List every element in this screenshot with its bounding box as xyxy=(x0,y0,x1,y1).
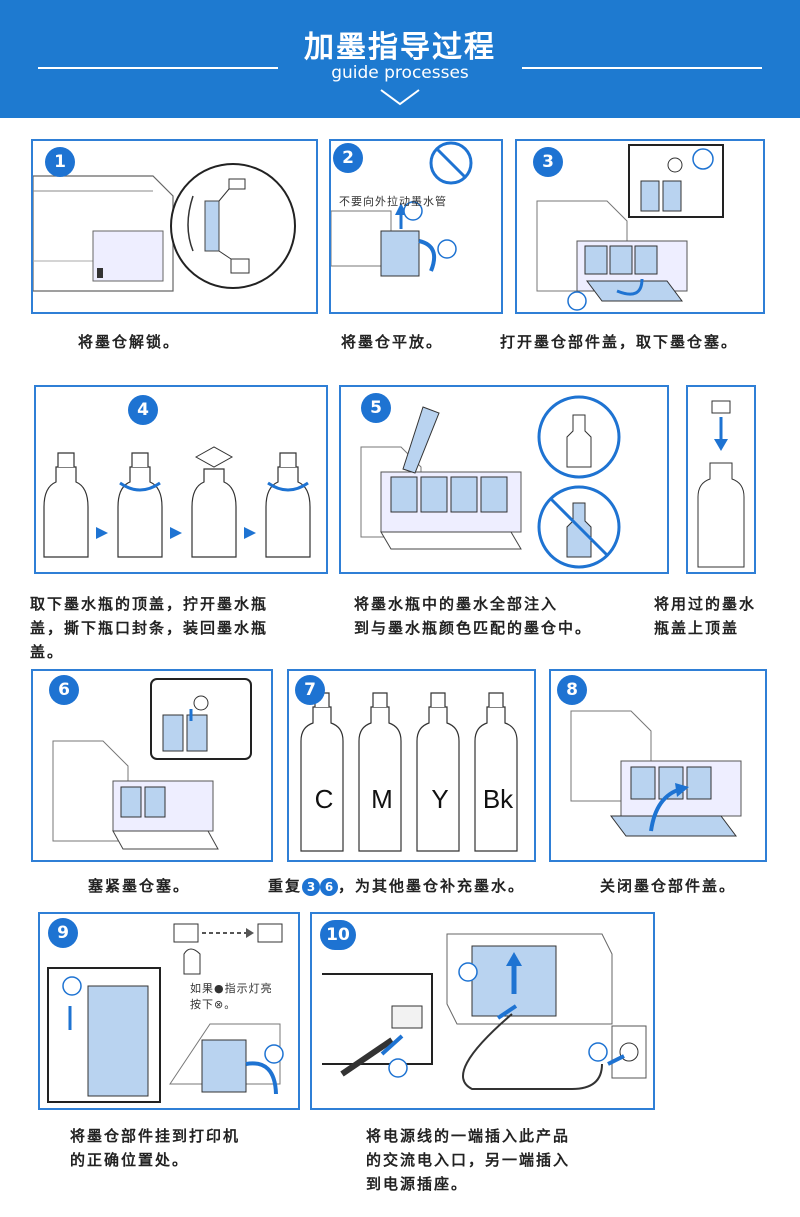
tank-lay-flat-illustration xyxy=(331,141,473,277)
ink-bottles-illustration xyxy=(300,692,518,852)
step-10-caption-line2: 的交流电入口，另一端插入 xyxy=(366,1151,571,1169)
step-ref-badge: 6 xyxy=(320,878,339,896)
step-9-caption-line2: 的正确位置处。 xyxy=(70,1151,190,1169)
hang-tank-illustration xyxy=(47,923,284,1103)
bottle-label-bk: Bk xyxy=(482,784,514,814)
header-divider-right xyxy=(522,67,762,69)
step-3-caption: 打开墨仓部件盖，取下墨仓塞。 xyxy=(500,333,739,351)
step-number-badge: 4 xyxy=(128,395,158,425)
step-number-badge: 9 xyxy=(48,918,78,948)
step-number-badge: 2 xyxy=(333,143,363,173)
bottle-label-m: M xyxy=(371,784,393,814)
step-8-caption: 关闭墨仓部件盖。 xyxy=(600,877,737,895)
step-number-badge: 6 xyxy=(49,675,79,705)
header-divider-left xyxy=(38,67,278,69)
step-number-badge: 5 xyxy=(361,393,391,423)
close-cover-illustration xyxy=(570,710,742,837)
step-1-panel: 1 xyxy=(31,139,318,314)
step-6-panel: 6 xyxy=(31,669,273,862)
step-9-panel: 9 如果●指示灯亮 按下⊗。 xyxy=(38,912,300,1110)
step-2-warning-note: 不要向外拉动墨水管 xyxy=(339,195,447,208)
step-9-note-line1: 如果●指示灯亮 xyxy=(190,982,273,995)
step-10-caption-line3: 到电源插座。 xyxy=(366,1175,469,1193)
step-6-caption: 塞紧墨仓塞。 xyxy=(88,877,191,895)
chevron-down-icon xyxy=(380,89,420,106)
step-5-caption-line2: 到与墨水瓶颜色匹配的墨仓中。 xyxy=(354,619,593,637)
step-7-caption-post: ，为其他墨仓补充墨水。 xyxy=(338,877,526,895)
step-ref-badge: 3 xyxy=(302,878,321,896)
step-number-badge: 8 xyxy=(557,675,587,705)
step-5b-panel xyxy=(686,385,756,574)
step-7-panel: 7 C M Y Bk xyxy=(287,669,536,862)
step-9-caption-line1: 将墨仓部件挂到打印机 xyxy=(70,1127,241,1145)
step-8-panel: 8 xyxy=(549,669,767,862)
step-9-note-line2: 按下⊗。 xyxy=(190,998,237,1011)
page-header: 加墨指导过程 guide processes xyxy=(0,0,800,118)
bottle-label-y: Y xyxy=(431,784,449,814)
bottle-label-c: C xyxy=(314,784,334,814)
step-5b-caption-line2: 瓶盖上顶盖 xyxy=(654,619,740,637)
page-title: 加墨指导过程 xyxy=(304,30,496,65)
open-bottle-illustration xyxy=(43,446,311,558)
step-number-badge: 10 xyxy=(320,920,356,950)
printer-unlock-illustration xyxy=(33,163,296,292)
step-2-panel: 2 不要向外拉动墨水管 xyxy=(329,139,503,314)
step-1-caption: 将墨仓解锁。 xyxy=(78,333,181,351)
step-5b-caption-line1: 将用过的墨水 xyxy=(654,595,757,613)
step-7-caption-pre: 重复 xyxy=(268,877,303,895)
recap-bottle-illustration xyxy=(697,400,745,568)
power-cord-illustration xyxy=(322,933,647,1090)
step-3-panel: 3 xyxy=(515,139,765,314)
step-5-caption-line1: 将墨水瓶中的墨水全部注入 xyxy=(354,595,559,613)
step-2-caption: 将墨仓平放。 xyxy=(341,333,444,351)
open-cover-illustration xyxy=(536,144,724,311)
step-number-badge: 7 xyxy=(295,675,325,705)
step-4-caption-line2: 盖，撕下瓶口封条，装回墨水瓶 xyxy=(30,619,269,637)
step-5-panel: 5 xyxy=(339,385,669,574)
step-number-badge: 3 xyxy=(533,147,563,177)
step-number-badge: 1 xyxy=(45,147,75,177)
step-10-panel: 10 xyxy=(310,912,655,1110)
page-subtitle: guide processes xyxy=(331,63,469,83)
step-4-caption-line1: 取下墨水瓶的顶盖，拧开墨水瓶 xyxy=(30,595,269,613)
insert-plug-illustration xyxy=(52,678,252,850)
step-4-caption-line3: 盖。 xyxy=(30,643,65,661)
step-4-panel: 4 xyxy=(34,385,328,574)
fill-ink-illustration xyxy=(360,395,621,569)
step-10-caption-line1: 将电源线的一端插入此产品 xyxy=(366,1127,571,1145)
